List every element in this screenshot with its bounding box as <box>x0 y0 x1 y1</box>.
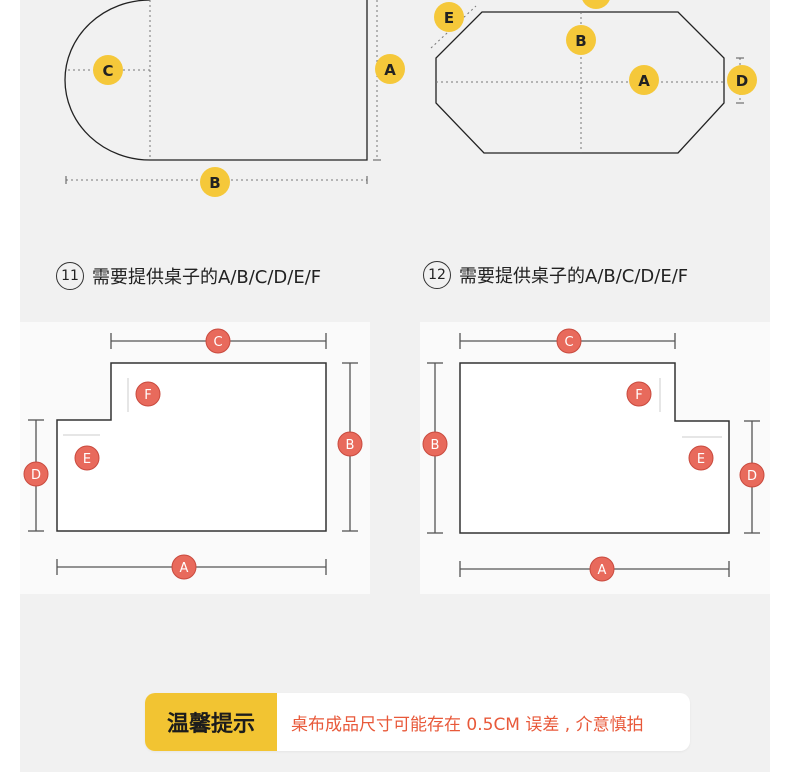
badge-c-label: C <box>102 62 113 80</box>
badge-d-label: D <box>31 468 41 483</box>
caption-number: 12 <box>423 261 451 289</box>
badge-e <box>74 445 100 471</box>
badge-a <box>171 554 197 580</box>
badge-c-label: C <box>213 335 222 350</box>
badge-b <box>337 431 363 457</box>
badge-b <box>200 167 230 197</box>
tip-banner: 温馨提示 桌布成品尺寸可能存在 0.5CM 误差 , 介意慎拍 <box>145 693 690 751</box>
badge-a-label: A <box>384 61 396 79</box>
tip-label: 温馨提示 <box>145 693 277 751</box>
badge-f-label: F <box>635 388 642 403</box>
badge-b-label: B <box>575 32 586 50</box>
tip-text: 桌布成品尺寸可能存在 0.5CM 误差 , 介意慎拍 <box>291 714 644 735</box>
caption-11: 11 需要提供桌子的A/B/C/D/E/F <box>56 262 321 290</box>
l-shape-table-11: C F B E D A <box>23 328 363 580</box>
badge-b-label: B <box>209 174 220 192</box>
badge-a-label: A <box>598 563 607 578</box>
caption-text: 需要提供桌子的A/B/C/D/E/F <box>459 266 689 287</box>
badge-b-label: B <box>346 438 355 453</box>
badge-b-label: B <box>431 438 440 453</box>
badge-c <box>556 328 582 354</box>
badge-a <box>375 54 405 84</box>
l-shape-table-12: C F B E D A <box>422 328 765 582</box>
half-round-table-diagram: C A B <box>64 0 405 197</box>
badge-a <box>589 556 615 582</box>
badge-d <box>739 462 765 488</box>
badge-c <box>205 328 231 354</box>
caption-number: 11 <box>56 262 84 290</box>
badge-e-label: E <box>444 9 454 27</box>
badge-b <box>566 25 596 55</box>
badge-f-label: F <box>144 388 151 403</box>
badge-f <box>626 381 652 407</box>
badge-d <box>727 65 757 95</box>
badge-a-label: A <box>180 561 189 576</box>
badge-d-label: D <box>736 72 748 90</box>
badge-b <box>422 431 448 457</box>
badge-e-label: E <box>83 452 91 467</box>
badge-e <box>434 2 464 32</box>
caption-12: 12 需要提供桌子的A/B/C/D/E/F <box>423 261 688 289</box>
badge-d-label: D <box>747 469 757 484</box>
badge-e-label: E <box>697 452 705 467</box>
badge-e <box>688 445 714 471</box>
caption-text: 需要提供桌子的A/B/C/D/E/F <box>92 267 322 288</box>
badge-c <box>93 55 123 85</box>
badge-d <box>23 461 49 487</box>
badge-top-partial <box>582 0 610 9</box>
badge-a <box>629 65 659 95</box>
octagon-table-diagram: E B A D <box>430 0 757 154</box>
badge-c-label: C <box>564 335 573 350</box>
badge-a-label: A <box>638 72 650 90</box>
badge-f <box>135 381 161 407</box>
